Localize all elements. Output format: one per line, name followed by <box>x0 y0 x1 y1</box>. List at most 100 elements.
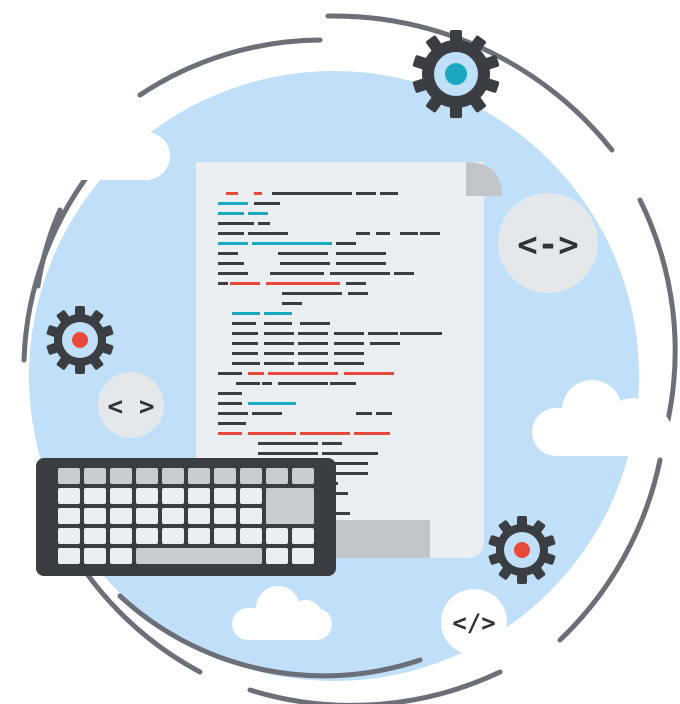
keyboard-key <box>266 468 288 484</box>
keyboard-key <box>188 468 210 484</box>
keyboard-key <box>292 468 314 484</box>
gear-left-icon <box>46 306 114 374</box>
code-line-segment <box>300 322 330 325</box>
code-line-segment <box>218 282 228 285</box>
code-line-segment <box>264 352 294 355</box>
code-line-segment <box>272 192 352 195</box>
keyboard-key <box>110 508 132 524</box>
code-line-segment <box>248 232 288 235</box>
keyboard-key <box>266 528 288 544</box>
code-line-segment <box>282 302 302 305</box>
closing-tag-badge: </> <box>441 589 507 655</box>
code-line-segment <box>346 282 366 285</box>
code-line-segment <box>354 432 390 435</box>
code-line-segment <box>254 202 280 205</box>
code-line-segment <box>334 352 364 355</box>
code-line-segment <box>232 342 258 345</box>
cloud-top-left <box>60 106 170 180</box>
code-line-segment <box>298 362 328 365</box>
keyboard-key <box>84 548 106 564</box>
code-line-segment <box>258 442 318 445</box>
keyboard-key <box>136 528 158 544</box>
arrow-code-text: <-> <box>517 225 578 265</box>
code-line-segment <box>232 322 256 325</box>
keyboard-key <box>188 528 210 544</box>
keyboard-key <box>58 548 80 564</box>
code-line-segment <box>278 382 328 385</box>
keyboard-key <box>162 508 184 524</box>
keyboard-keys <box>58 468 314 564</box>
cloud-right <box>532 380 672 456</box>
code-line-segment <box>334 332 364 335</box>
code-line-segment <box>248 212 268 215</box>
keyboard-key <box>58 508 80 524</box>
code-line-segment <box>322 442 342 445</box>
code-line-segment <box>376 412 392 415</box>
code-line-segment <box>376 232 390 235</box>
code-line-segment <box>232 362 260 365</box>
code-line-segment <box>356 232 370 235</box>
code-line-segment <box>264 322 292 325</box>
keyboard-key <box>240 508 262 524</box>
gear-bottom-icon <box>488 516 556 584</box>
keyboard-key <box>110 528 132 544</box>
code-line-segment <box>218 252 238 255</box>
code-line-segment <box>334 342 364 345</box>
code-line-segment <box>248 432 296 435</box>
keyboard-return-key <box>266 488 314 524</box>
code-line-segment <box>218 242 248 245</box>
keyboard-key <box>162 468 184 484</box>
code-line-segment <box>270 272 324 275</box>
code-line-segment <box>322 462 368 465</box>
code-line-segment <box>218 272 248 275</box>
code-line-segment <box>218 422 246 425</box>
code-line-segment <box>236 382 260 385</box>
keyboard-key <box>84 508 106 524</box>
keyboard-key <box>162 528 184 544</box>
keyboard-key <box>58 488 80 504</box>
code-line-segment <box>400 332 442 335</box>
code-line-segment <box>232 312 260 315</box>
keyboard-key <box>266 548 288 564</box>
code-line-segment <box>266 282 340 285</box>
closing-tag-text: </> <box>452 609 495 637</box>
code-line-segment <box>322 452 378 455</box>
keyboard-key <box>162 488 184 504</box>
code-line-segment <box>330 272 390 275</box>
code-line-segment <box>298 332 328 335</box>
code-line-segment <box>218 412 248 415</box>
code-line-segment <box>218 432 242 435</box>
keyboard-key <box>136 468 158 484</box>
keyboard-key <box>188 488 210 504</box>
code-line-segment <box>298 352 328 355</box>
code-line-segment <box>264 312 292 315</box>
code-line-segment <box>232 332 258 335</box>
code-line-segment <box>298 342 328 345</box>
code-line-segment <box>336 242 356 245</box>
keyboard-key <box>214 468 236 484</box>
code-line-segment <box>264 332 294 335</box>
keyboard-key <box>84 528 106 544</box>
keyboard-key <box>110 468 132 484</box>
code-line-segment <box>370 342 400 345</box>
keyboard-key <box>110 488 132 504</box>
code-line-segment <box>348 292 368 295</box>
code-line-segment <box>258 222 270 225</box>
code-line-segment <box>218 402 242 405</box>
code-line-segment <box>252 242 332 245</box>
angle-brackets-badge: < > <box>98 372 164 438</box>
code-line-segment <box>356 412 372 415</box>
code-line-segment <box>268 372 338 375</box>
code-line-segment <box>356 192 376 195</box>
code-line-segment <box>380 192 398 195</box>
keyboard-key <box>58 468 80 484</box>
code-line-segment <box>368 332 398 335</box>
gear-top-icon <box>412 30 500 118</box>
code-line-segment <box>334 362 364 365</box>
code-line-segment <box>338 472 368 475</box>
code-line-segment <box>230 282 260 285</box>
code-line-segment <box>394 272 414 275</box>
keyboard-key <box>214 508 236 524</box>
code-line-segment <box>218 222 254 225</box>
